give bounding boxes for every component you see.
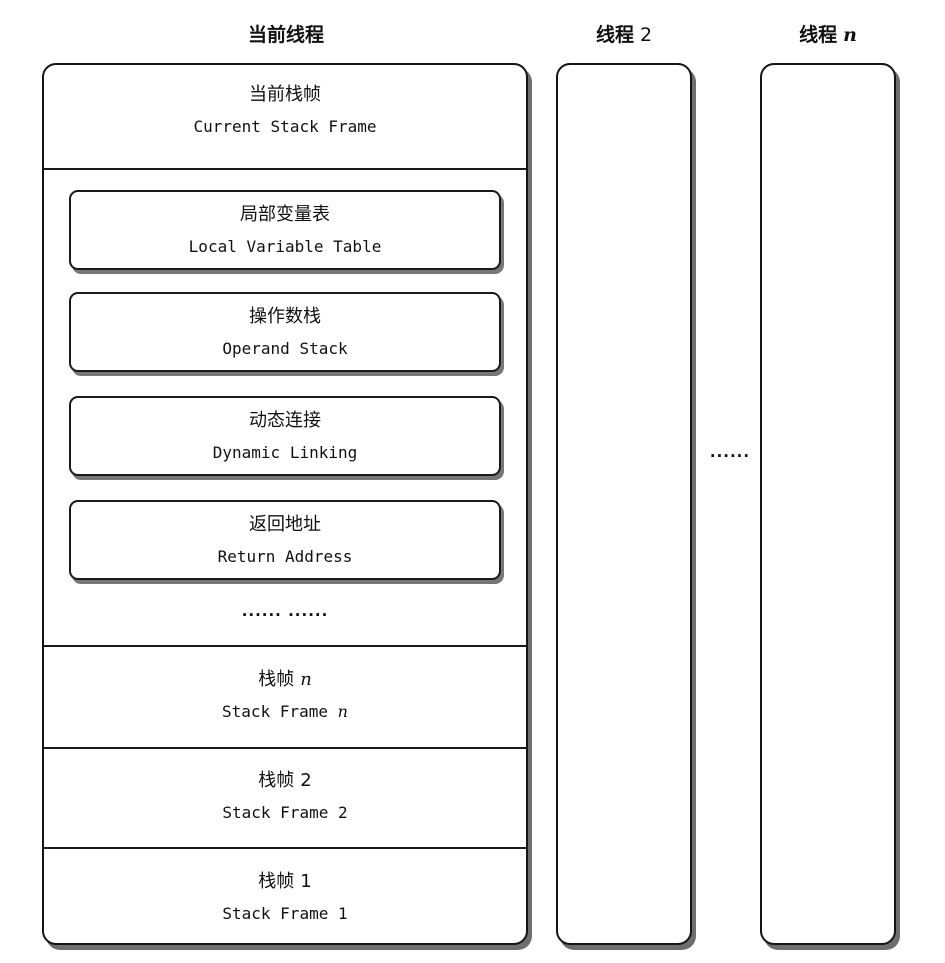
current-thread-header: 当前线程 bbox=[44, 20, 528, 50]
dynamic-linking-cn: 动态连接 bbox=[249, 410, 321, 431]
stack-frame-2-en: Stack Frame 2 bbox=[222, 803, 348, 822]
divider-stack-frame-2 bbox=[44, 747, 526, 749]
thread-2-panel bbox=[556, 63, 692, 945]
dynamic-linking-en: Dynamic Linking bbox=[212, 443, 358, 462]
operand-stack-en: Operand Stack bbox=[222, 339, 348, 358]
frame-parts-ellipsis: ······ ······ bbox=[241, 606, 329, 624]
threads-ellipsis: ······ bbox=[709, 447, 751, 465]
return-address-en: Return Address bbox=[217, 547, 353, 566]
operand-stack-box: 操作数栈 Operand Stack bbox=[69, 292, 501, 372]
stack-frame-1-cn-num: 1 bbox=[300, 871, 312, 892]
operand-stack-cn: 操作数栈 bbox=[249, 306, 321, 327]
current-stack-frame-section: 当前栈帧 Current Stack Frame bbox=[44, 83, 526, 153]
thread-2-number: 2 bbox=[639, 24, 653, 46]
stack-frame-n-cn-var: n bbox=[300, 669, 312, 690]
current-thread-panel: 当前栈帧 Current Stack Frame 局部变量表 Local Var… bbox=[42, 63, 528, 945]
stack-frame-1-cn-label: 栈帧 bbox=[258, 871, 295, 892]
stack-frame-1-en: Stack Frame 1 bbox=[222, 904, 348, 923]
stack-frame-n-en: Stack Frame n bbox=[44, 700, 526, 724]
thread-2-label: 线程 bbox=[595, 24, 634, 46]
divider-stack-frame-n bbox=[44, 645, 526, 647]
stack-frame-n-cn-label: 栈帧 bbox=[258, 669, 295, 690]
current-stack-frame-cn: 当前栈帧 bbox=[249, 84, 321, 105]
local-variable-table-box: 局部变量表 Local Variable Table bbox=[69, 190, 501, 270]
thread-n-panel bbox=[760, 63, 896, 945]
return-address-box: 返回地址 Return Address bbox=[69, 500, 501, 580]
local-variable-table-en: Local Variable Table bbox=[188, 237, 382, 256]
current-stack-frame-en: Current Stack Frame bbox=[193, 117, 377, 136]
dynamic-linking-box: 动态连接 Dynamic Linking bbox=[69, 396, 501, 476]
thread-n-label: 线程 bbox=[799, 24, 838, 46]
divider-current-frame bbox=[44, 168, 526, 170]
stack-frame-2-cn-num: 2 bbox=[300, 770, 312, 791]
thread-n-variable: n bbox=[843, 24, 857, 46]
local-variable-table-cn: 局部变量表 bbox=[240, 204, 330, 225]
stack-frame-n-en-var: n bbox=[337, 702, 348, 721]
stack-frame-n-en-label: Stack Frame bbox=[222, 702, 328, 721]
return-address-cn: 返回地址 bbox=[249, 514, 321, 535]
divider-stack-frame-1 bbox=[44, 847, 526, 849]
current-thread-label: 当前线程 bbox=[247, 24, 324, 46]
stack-frame-2-cn-label: 栈帧 bbox=[258, 770, 295, 791]
